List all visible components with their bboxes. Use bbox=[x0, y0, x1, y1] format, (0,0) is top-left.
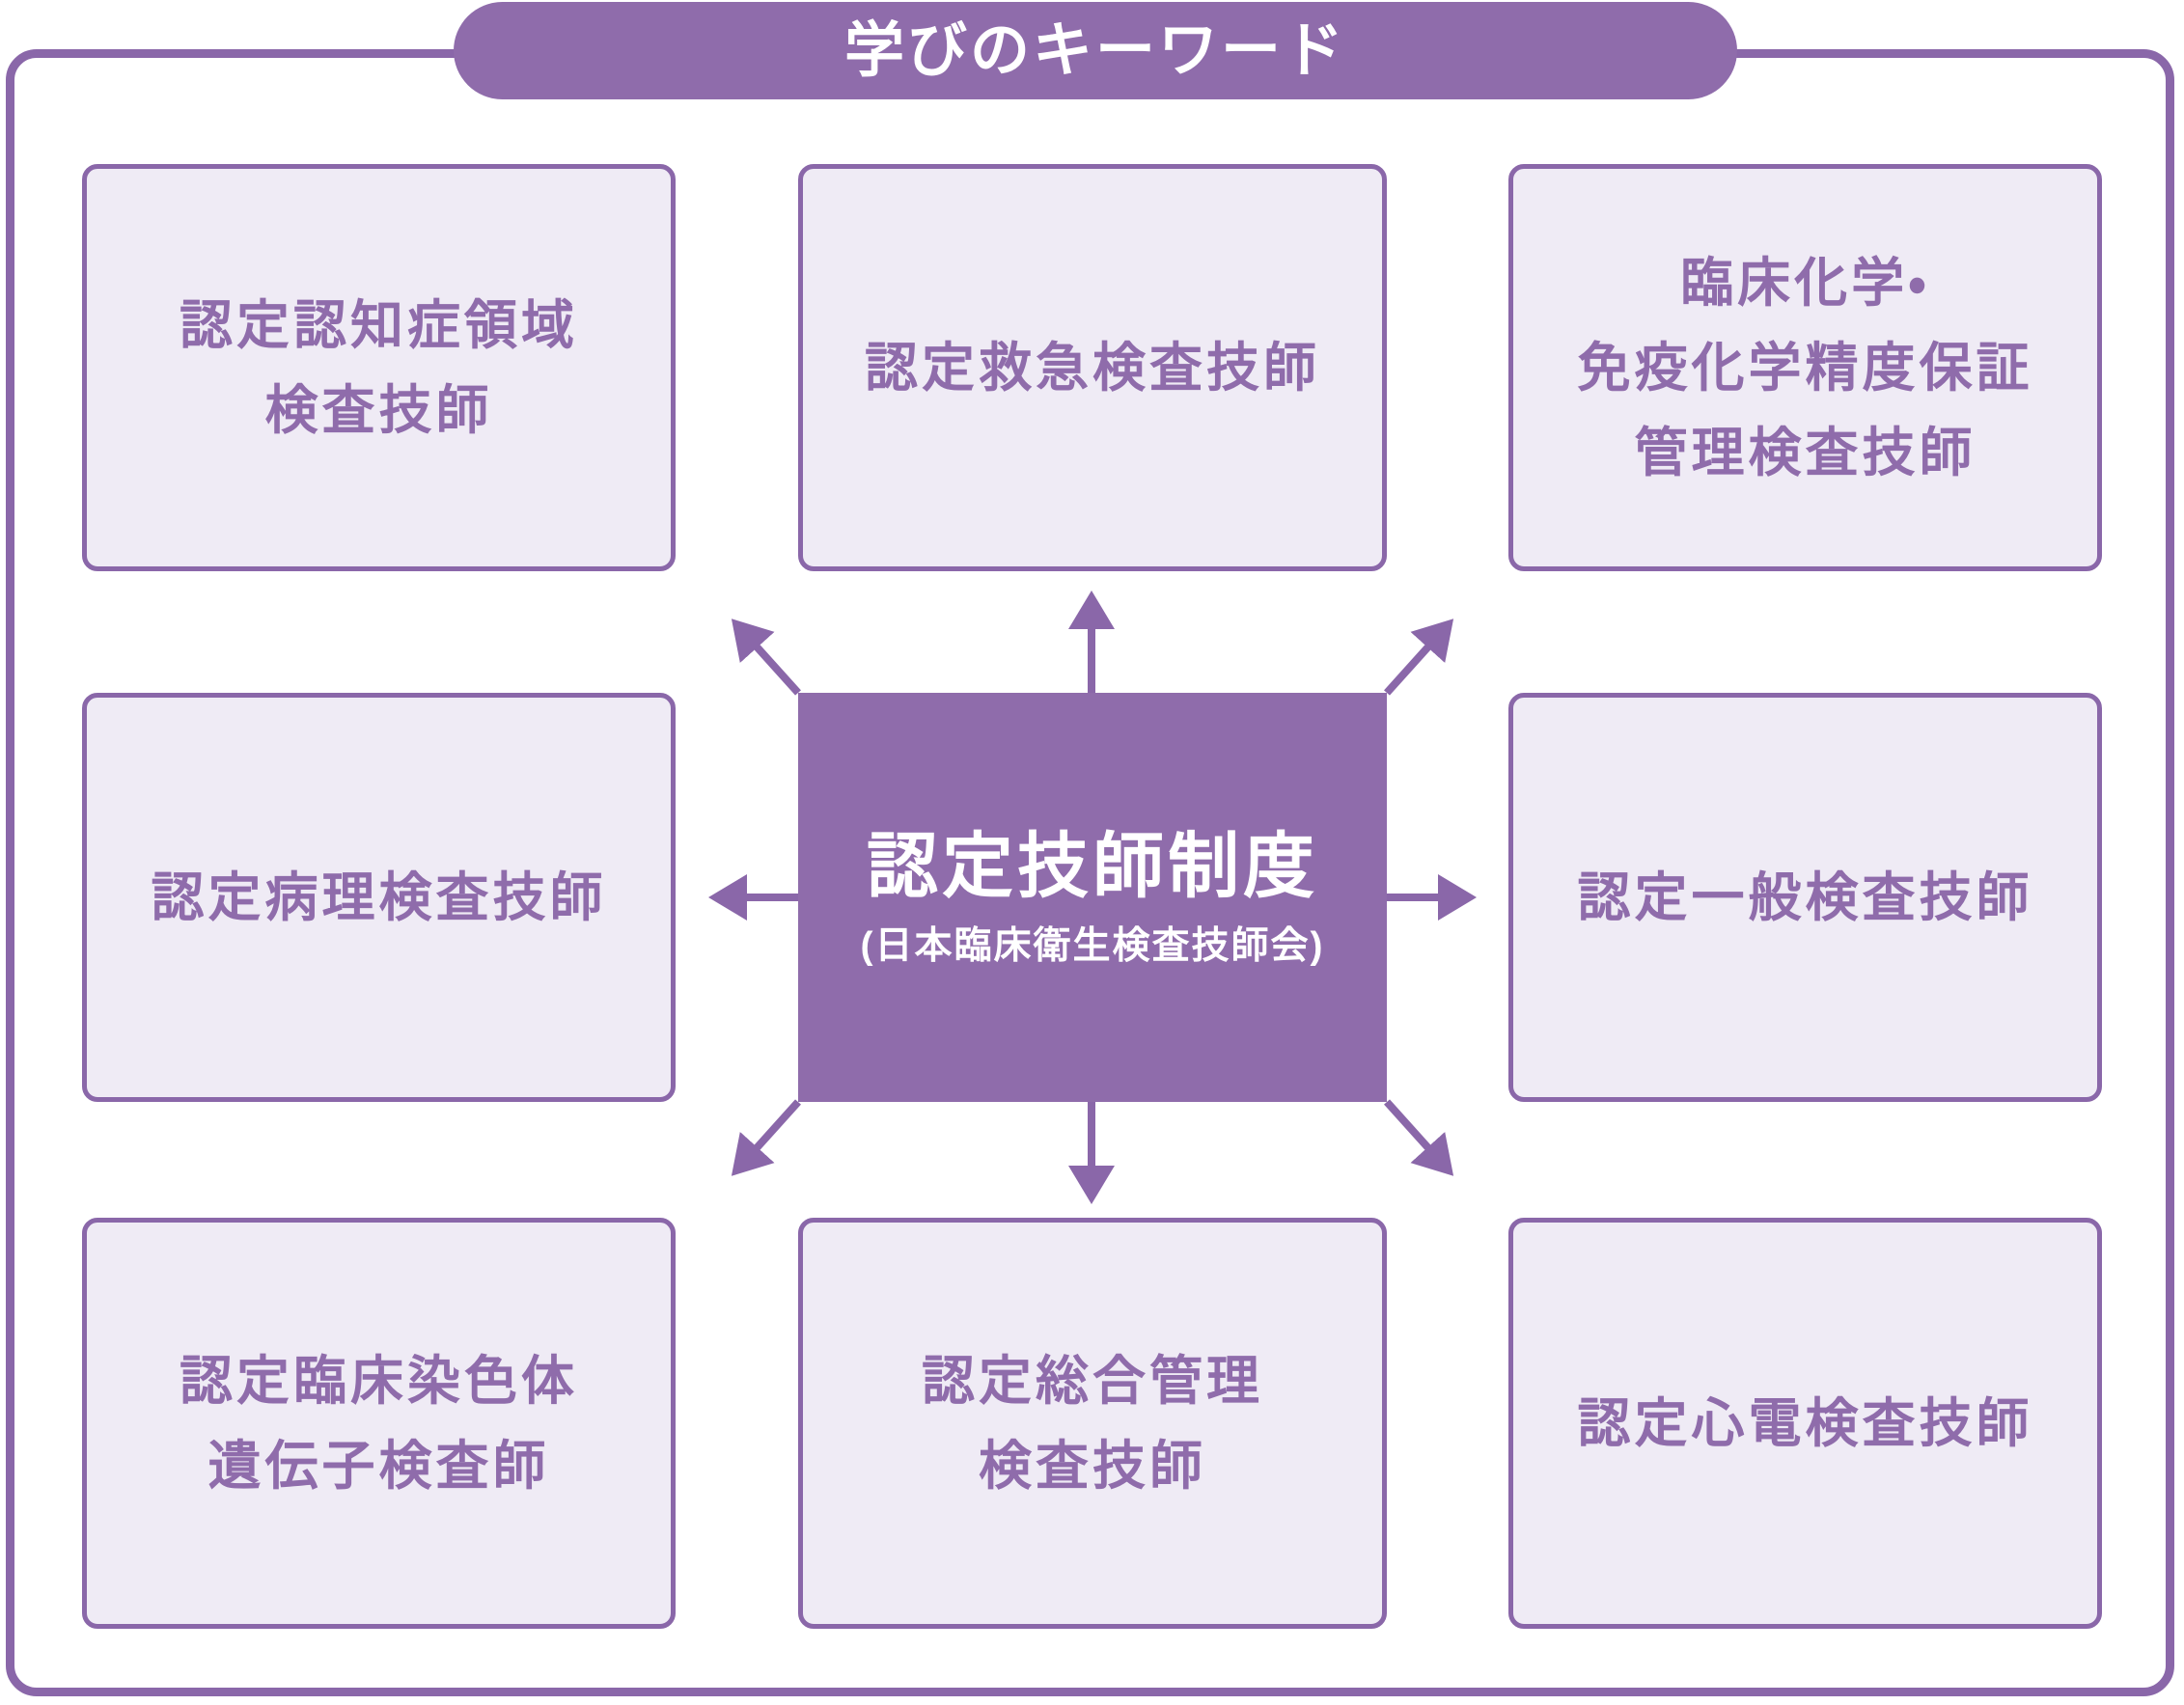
box-label-line: 免疫化学精度保証 bbox=[1577, 338, 2033, 398]
center-box-title: 認定技師制度 bbox=[867, 825, 1318, 906]
box-certified-general-management-technologist: 認定総合管理 検査技師 bbox=[798, 1218, 1387, 1629]
box-certified-clinical-chromosome-genetic-technologist: 認定臨床染色体 遺伝子検査師 bbox=[82, 1218, 676, 1629]
box-label-line: 認定心電検査技師 bbox=[1577, 1393, 2033, 1453]
box-label-line: 認定総合管理 bbox=[921, 1351, 1263, 1411]
box-label-line: 臨床化学・ bbox=[1680, 253, 1930, 313]
title-banner: 学びのキーワード bbox=[454, 2, 1737, 99]
box-certified-general-laboratory-technologist: 認定一般検査技師 bbox=[1508, 693, 2102, 1102]
box-label-line: 認定臨床染色体 bbox=[179, 1351, 578, 1411]
box-label-line: 遺伝子検査師 bbox=[207, 1436, 550, 1496]
arrow-up-left-icon bbox=[731, 619, 801, 696]
page-title: 学びのキーワード bbox=[843, 16, 1346, 84]
box-certified-electrocardiogram-technologist: 認定心電検査技師 bbox=[1508, 1218, 2102, 1629]
box-label-line: 検査技師 bbox=[264, 380, 493, 440]
box-clinical-chemistry-immunochemistry-qa-technologist: 臨床化学・ 免疫化学精度保証 管理検査技師 bbox=[1508, 164, 2102, 571]
box-label-line: 認定病理検査技師 bbox=[151, 867, 607, 927]
box-certified-dementia-field-technologist: 認定認知症領域 検査技師 bbox=[82, 164, 676, 571]
arrow-down-right-icon bbox=[1384, 1099, 1454, 1176]
box-label-line: 認定一般検査技師 bbox=[1577, 867, 2033, 927]
box-label-line: 管理検査技師 bbox=[1634, 423, 1977, 482]
box-label-line: 検査技師 bbox=[978, 1436, 1206, 1496]
center-box-subtitle: (日本臨床衛生検査技師会) bbox=[860, 924, 1325, 967]
arrow-up-right-icon bbox=[1384, 619, 1454, 696]
center-box-certified-technologist-system: 認定技師制度 (日本臨床衛生検査技師会) bbox=[798, 693, 1387, 1102]
box-label-line: 認定救急検査技師 bbox=[864, 338, 1320, 398]
box-label-line: 認定認知症領域 bbox=[179, 295, 578, 355]
box-certified-pathology-technologist: 認定病理検査技師 bbox=[82, 693, 676, 1102]
box-certified-emergency-laboratory-technologist: 認定救急検査技師 bbox=[798, 164, 1387, 571]
arrow-down-left-icon bbox=[731, 1099, 801, 1176]
